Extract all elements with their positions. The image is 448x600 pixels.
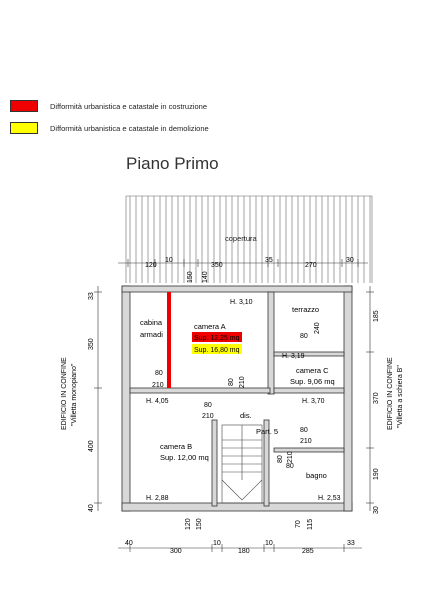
dim-top-350: 350 [211, 262, 223, 269]
height-370: H. 3,70 [302, 398, 325, 405]
opening-80-e: 80 [300, 427, 308, 434]
exterior-walls [121, 285, 353, 512]
dim-bottom-180: 180 [238, 548, 250, 555]
camera-a-sup-red-band [192, 332, 242, 342]
height-288: H. 2,88 [146, 495, 169, 502]
dim-left-400: 400 [88, 440, 95, 452]
dimension-bottom [118, 544, 362, 552]
dim-bottom-33: 33 [347, 540, 355, 547]
neighbor-right-2: "Villetta a schiera B" [397, 365, 404, 428]
camera-c-name: camera C [296, 366, 329, 375]
dim-bottom-285: 285 [302, 548, 314, 555]
dim-bottom-40: 40 [125, 540, 133, 547]
dim-right-30: 30 [373, 506, 380, 514]
opening-80-a: 80 [155, 370, 163, 377]
terrace-label: terrazzo [292, 305, 319, 314]
cabina-label-2: armadi [140, 330, 163, 339]
opening-210-e: 210 [300, 438, 312, 445]
legend-swatch-red [10, 100, 38, 112]
legend-item-demolition: Difformità urbanistica e catastale in de… [10, 121, 209, 135]
opening-210-f: 210 [287, 451, 294, 463]
camera-a-sup-build: Sup. 12,25 mq [194, 335, 240, 342]
legend-item-construction: Difformità urbanistica e catastale in co… [10, 99, 207, 113]
cabina-label-1: cabina [140, 318, 163, 327]
opening-80-b: 80 [228, 378, 235, 386]
dimension-right [366, 286, 374, 511]
dimension-left [94, 286, 102, 511]
dim-bottom-10a: 10 [213, 540, 221, 547]
camera-b-name: camera B [160, 442, 192, 451]
dim-top-120: 120 [145, 262, 157, 269]
stair-label: dis. [240, 411, 252, 420]
dim-top-30: 30 [346, 257, 354, 264]
dim-bottom-300: 300 [170, 548, 182, 555]
staircase [221, 424, 263, 504]
bagno-label: bagno [306, 471, 327, 480]
stair-part: Part. 5 [256, 427, 278, 436]
neighbor-right-1: EDIFICIO IN CONFINE [387, 357, 394, 430]
roof-label: copertura [225, 234, 258, 243]
camera-a-sup-demo: Sup. 16,80 mq [194, 347, 240, 354]
dimension-top [118, 259, 368, 267]
legend-swatch-yellow [10, 122, 38, 134]
dim-top-10: 10 [165, 257, 173, 264]
dim-bottom-inner-150: 150 [196, 518, 203, 530]
dim-bottom-inner-115: 115 [307, 519, 314, 530]
dim-top-35: 35 [265, 257, 273, 264]
opening-80-c: 80 [204, 402, 212, 409]
opening-210-a: 210 [152, 382, 164, 389]
dim-right-370: 370 [373, 392, 380, 404]
red-partition [167, 292, 171, 388]
opening-80-d: 80 [300, 333, 308, 340]
dim-left-350: 350 [88, 338, 95, 350]
legend-label-construction: Difformità urbanistica e catastale in co… [50, 101, 208, 111]
height-310: H. 3,10 [230, 299, 253, 306]
camera-c-sup: Sup. 9,06 mq [290, 377, 335, 386]
dim-top-140: 140 [202, 271, 209, 283]
roof-hatch [125, 195, 373, 283]
opening-210-b: 210 [239, 376, 246, 388]
camera-a-name: camera A [194, 322, 226, 331]
height-319: H. 3,19 [282, 353, 305, 360]
height-253: H. 2,53 [318, 495, 341, 502]
dim-bottom-10b: 10 [265, 540, 273, 547]
dim-left-33: 33 [88, 292, 95, 300]
camera-b-sup: Sup. 12,00 mq [160, 453, 209, 462]
camera-a-sup-yellow-band [192, 344, 242, 354]
opening-80-f: 80 [277, 455, 284, 463]
dim-right-190: 190 [373, 468, 380, 480]
legend-label-demolition: Difformità urbanistica e catastale in de… [50, 123, 209, 133]
opening-80-g: 80 [286, 463, 294, 470]
dim-left-40: 40 [88, 504, 95, 512]
neighbor-left-2: "Villetta monopiano" [71, 363, 78, 426]
dim-right-185: 185 [373, 310, 380, 322]
page-title: Piano Primo [126, 154, 219, 173]
height-405: H. 4,05 [146, 398, 169, 405]
opening-240: 240 [314, 322, 321, 334]
opening-210-c: 210 [202, 413, 214, 420]
dim-top-150: 150 [187, 271, 194, 283]
dim-top-270: 270 [305, 262, 317, 269]
dim-bottom-inner-70: 70 [295, 520, 302, 528]
dim-bottom-inner-120: 120 [185, 518, 192, 530]
neighbor-left-1: EDIFICIO IN CONFINE [61, 357, 68, 430]
